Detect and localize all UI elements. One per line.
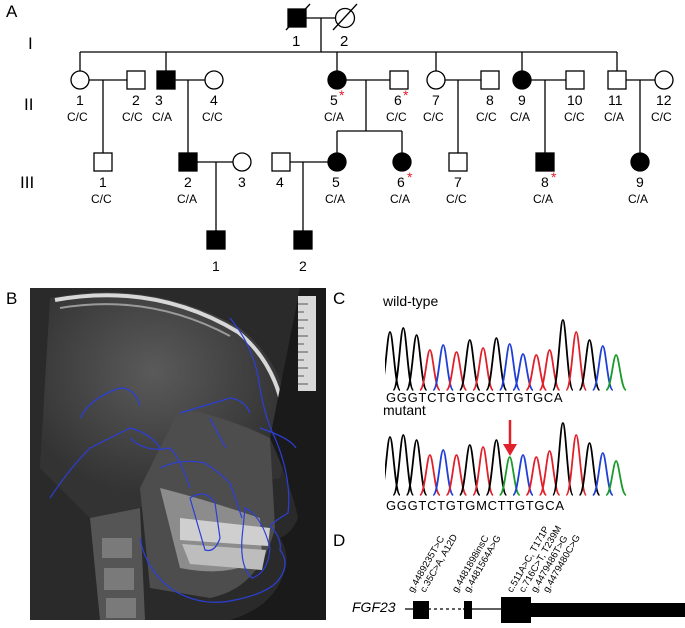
svg-text:C/A: C/A [628,192,648,206]
chromatogram-peak [565,331,588,391]
svg-text:2: 2 [299,258,307,274]
svg-text:1: 1 [99,174,107,190]
chromatogram-peak [591,345,614,391]
svg-text:12: 12 [656,92,672,108]
svg-text:C/A: C/A [604,110,624,124]
svg-text:5: 5 [330,92,338,108]
chromatogram-peak [485,439,508,496]
svg-text:11: 11 [608,92,623,108]
svg-text:1: 1 [212,258,220,274]
svg-text:5: 5 [332,174,340,190]
panel-label-b: B [6,289,18,308]
svg-text:C/C: C/C [202,110,223,124]
svg-text:C/A: C/A [152,110,172,124]
chromatogram-peak [392,327,415,391]
svg-text:4: 4 [276,174,284,190]
svg-text:C/A: C/A [510,110,530,124]
svg-text:*: * [339,87,345,103]
svg-text:10: 10 [567,92,583,108]
pedigree-chart: I II III 1 2 1 C/C 2 C/C 3 C/A 4 C/C 5 * [20,3,674,274]
chromatogram-peak [458,339,481,391]
gene-structure [405,597,685,623]
wildtype-label: wild-type [383,293,439,309]
exon-3 [501,597,531,623]
svg-text:2: 2 [184,174,192,190]
svg-text:*: * [403,87,409,103]
chromatogram-peak [565,434,588,496]
svg-text:C/C: C/C [564,110,585,124]
panel-label-a: A [6,2,18,21]
svg-text:8: 8 [486,92,494,108]
svg-text:C/A: C/A [390,192,410,206]
chromatogram-peak [605,354,627,391]
chromatogram-mutant [385,422,627,496]
chromatogram-peak [432,344,455,391]
chromatogram-peak [578,442,601,496]
svg-text:C/C: C/C [122,110,143,124]
svg-text:1: 1 [76,92,84,108]
svg-text:7: 7 [432,92,440,108]
chromatogram-peak [385,436,401,496]
chromatogram-peak [552,319,574,391]
chromatogram-peak [405,439,428,496]
svg-text:9: 9 [636,174,644,190]
svg-text:C/C: C/C [446,192,467,206]
svg-text:3: 3 [238,174,246,190]
svg-text:C/C: C/C [476,110,497,124]
generation-label-I: I [28,34,33,53]
exon-2 [464,601,472,619]
svg-text:C/C: C/C [651,110,672,124]
svg-text:6: 6 [397,174,405,190]
svg-text:*: * [407,169,413,185]
svg-text:7: 7 [454,174,462,190]
svg-text:C/A: C/A [325,192,345,206]
chromatogram-peak [552,422,574,496]
svg-text:*: * [551,169,557,185]
svg-text:6: 6 [394,92,402,108]
exon-3-utr [531,603,685,617]
mutant-label: mutant [383,402,426,418]
cephalometric-xray [30,288,326,620]
svg-text:9: 9 [518,92,526,108]
svg-text:2: 2 [132,92,140,108]
svg-text:C/A: C/A [533,192,553,206]
variant-labels: g.4489235T>C c.35C>A, A12D g.4481898insC… [406,525,583,595]
generation-label-II: II [24,95,33,114]
chromatogram-peak [445,351,468,391]
chromatogram-peak [605,460,627,496]
wildtype-sequence: GGGTCTGTGCCTTGTGCA [386,390,564,405]
svg-text:3: 3 [155,92,163,108]
svg-text:C/C: C/C [67,110,88,124]
chromatogram-peak [385,331,401,391]
mutation-arrow-icon [503,420,517,456]
generation-label-III: III [20,173,34,192]
exon-1 [413,601,429,619]
chromatogram-peak [405,334,428,391]
svg-text:2: 2 [340,33,348,50]
mutant-sequence: GGGTCTGTGMCTTGTGCA [386,498,565,513]
svg-text:C/A: C/A [177,192,197,206]
svg-text:C/A: C/A [324,110,344,124]
svg-text:C/C: C/C [423,110,444,124]
chromatogram-peak [498,343,521,391]
svg-text:C/C: C/C [91,192,112,206]
svg-text:4: 4 [210,92,218,108]
chromatogram-wildtype [385,319,627,391]
panel-label-d: D [333,531,346,550]
panel-label-c: C [333,289,346,308]
svg-text:8: 8 [541,174,549,190]
gene-name: FGF23 [352,599,396,615]
chromatogram-peak [392,434,415,496]
chromatogram-peak [591,452,614,496]
svg-text:C/C: C/C [386,110,407,124]
svg-text:1: 1 [292,33,300,50]
